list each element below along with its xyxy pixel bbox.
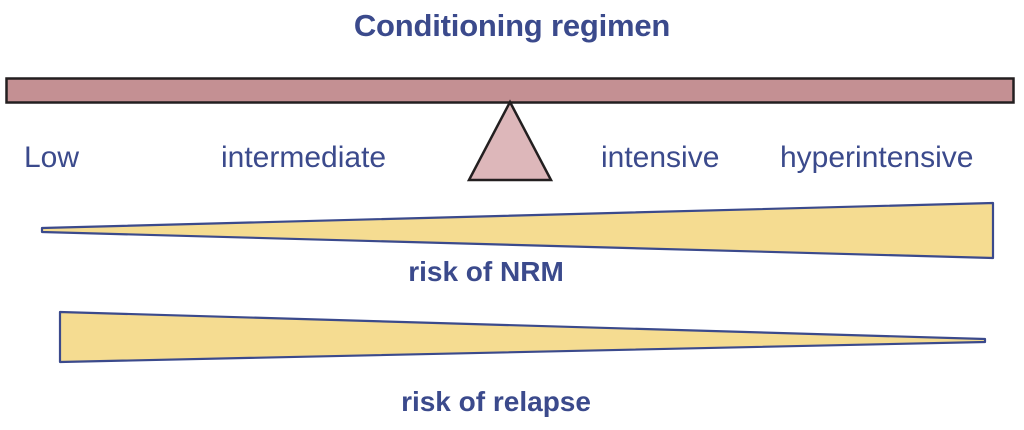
relapse-wedge-caption: risk of relapse [401,386,591,417]
nrm-wedge-caption: risk of NRM [408,256,564,287]
nrm-risk-wedge [40,201,995,260]
relapse-risk-wedge [58,310,987,364]
scale-label-intermediate: intermediate [221,141,387,174]
balance-beam [5,77,1015,104]
scale-label-low: Low [24,141,80,174]
scale-label-intensive: intensive [601,141,720,174]
fulcrum-triangle [466,99,554,182]
scale-label-hyperintensive: hyperintensive [780,141,974,174]
page-title: Conditioning regimen [353,8,671,43]
